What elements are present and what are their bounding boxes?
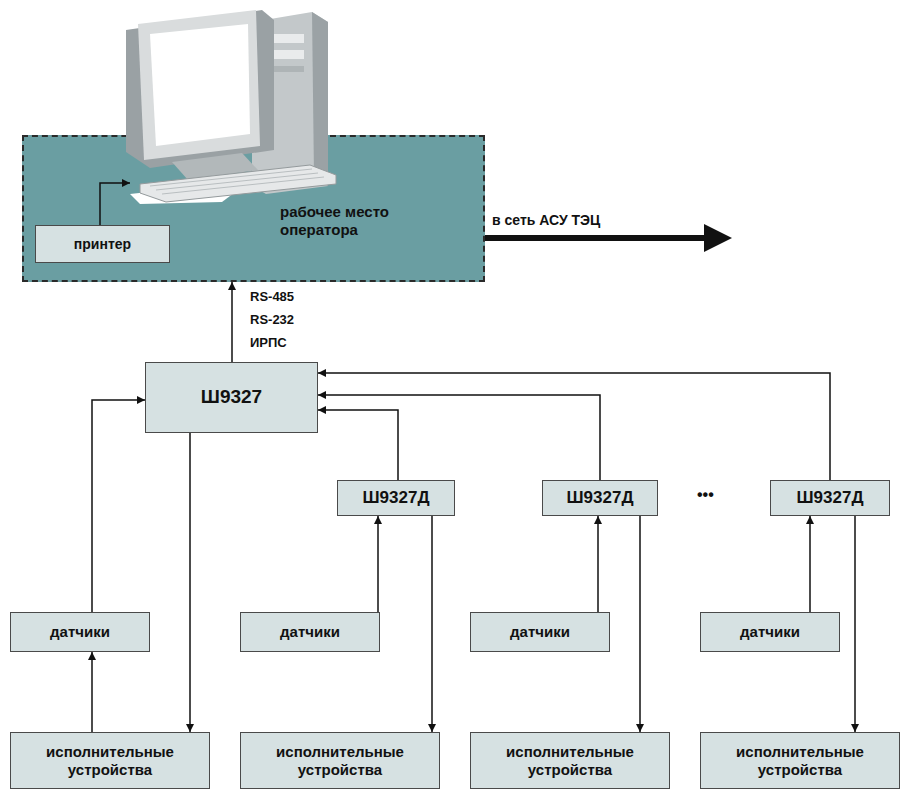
node-text: датчики xyxy=(740,623,800,641)
ellipsis-mark: ••• xyxy=(697,486,714,504)
controller-box: Ш9327 xyxy=(145,362,318,433)
actuator-box: исполнительные устройства xyxy=(10,732,210,789)
connector xyxy=(231,282,233,362)
node-text: принтер xyxy=(74,236,131,253)
computer-illustration xyxy=(0,0,902,300)
node-text: исполнительные устройства xyxy=(247,743,433,779)
module-box: Ш9327Д xyxy=(337,480,455,516)
connector xyxy=(189,433,191,732)
connector xyxy=(92,400,145,612)
actuator-box: исполнительные устройства xyxy=(240,732,440,789)
printer-box: принтер xyxy=(35,225,170,263)
interface-label: RS-232 xyxy=(250,312,294,327)
network-arrow xyxy=(485,224,732,252)
node-text: Ш9327Д xyxy=(796,488,863,508)
sensor-box: датчики xyxy=(10,612,150,652)
node-text: исполнительные устройства xyxy=(17,743,203,779)
connector xyxy=(318,410,398,480)
actuator-box: исполнительные устройства xyxy=(470,732,670,789)
actuator-box: исполнительные устройства xyxy=(700,732,900,789)
node-text: исполнительные устройства xyxy=(707,743,893,779)
interface-label: RS-485 xyxy=(250,289,294,304)
interface-label: ИРПС xyxy=(250,335,287,350)
sensor-box: датчики xyxy=(470,612,610,652)
node-text: исполнительные устройства xyxy=(477,743,663,779)
connector xyxy=(597,516,599,612)
sensor-box: датчики xyxy=(700,612,840,652)
node-text: Ш9327 xyxy=(201,386,262,409)
connector xyxy=(318,395,600,480)
connector xyxy=(431,516,433,732)
node-text: Ш9327Д xyxy=(362,488,429,508)
sensor-box: датчики xyxy=(240,612,380,652)
network-label: в сеть АСУ ТЭЦ xyxy=(492,212,600,228)
node-text: датчики xyxy=(50,623,110,641)
connector xyxy=(318,373,830,480)
workstation-panel: рабочее место оператора принтер xyxy=(22,135,485,282)
module-box: Ш9327Д xyxy=(770,480,890,516)
connector xyxy=(377,516,379,612)
node-text: рабочее место оператора xyxy=(280,203,430,239)
node-text: датчики xyxy=(280,623,340,641)
module-box: Ш9327Д xyxy=(542,480,658,516)
node-text: датчики xyxy=(510,623,570,641)
connector xyxy=(854,516,856,732)
connector xyxy=(639,516,641,732)
connector xyxy=(91,652,93,732)
connector xyxy=(809,516,811,612)
node-text: Ш9327Д xyxy=(566,488,633,508)
